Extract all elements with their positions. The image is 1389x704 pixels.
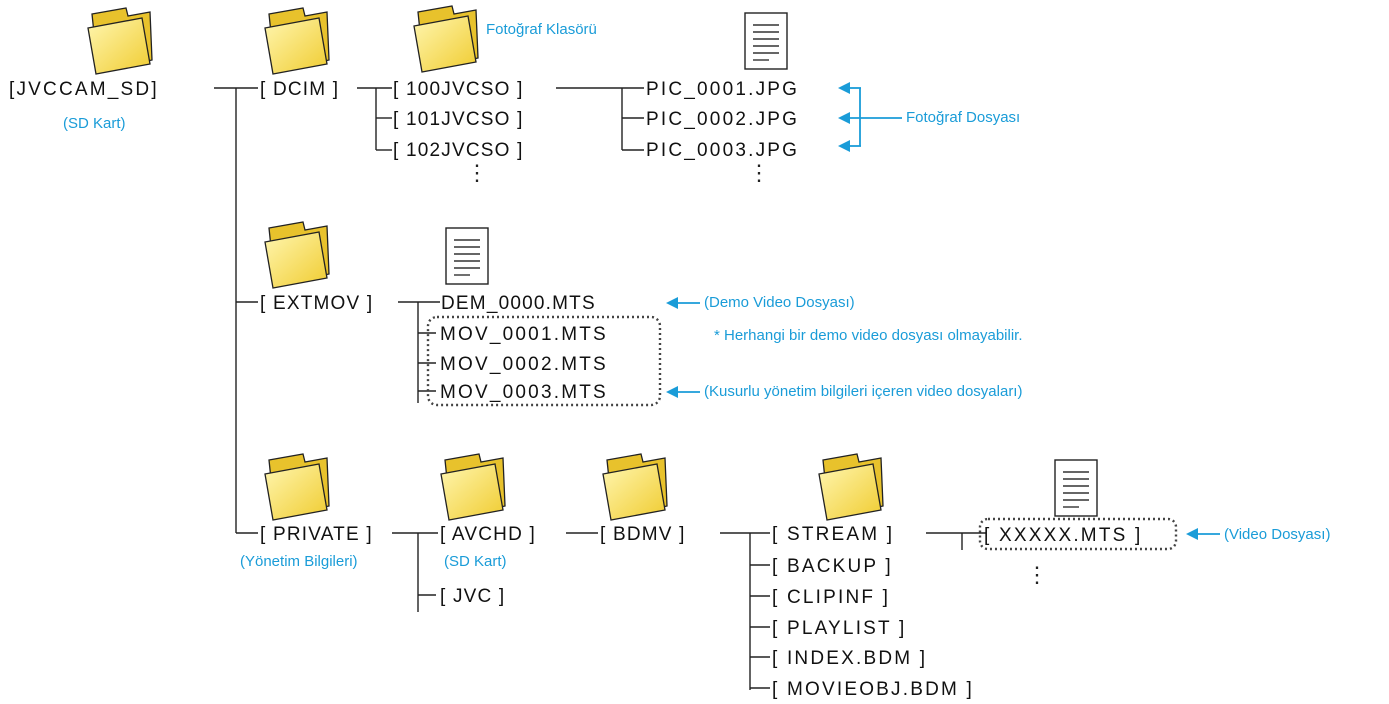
folder-icon: [440, 453, 506, 521]
demo-video-note: (Demo Video Dosyası): [704, 294, 855, 311]
document-icon: [445, 227, 489, 285]
photo-folder-note: Fotoğraf Klasörü: [486, 21, 597, 38]
jvc-folder-label: [ JVC ]: [440, 586, 505, 607]
video-file-highlight: [978, 517, 1178, 551]
bdmv-item-label: [ MOVIEOBJ.BDM ]: [772, 679, 974, 700]
demo-file-label: DEM_0000.MTS: [441, 293, 596, 314]
video-file-label: MOV_0001.MTS: [440, 324, 608, 345]
folder-icon: [87, 7, 153, 75]
folder-icon: [264, 221, 330, 289]
dcim-subfolder-label: [ 100JVCSO ]: [393, 79, 524, 100]
folder-icon: [264, 7, 330, 75]
folder-icon: [264, 453, 330, 521]
folder-icon: [413, 5, 479, 73]
extmov-folder-label: [ EXTMOV ]: [260, 293, 373, 314]
more-items-ellipsis: ⋮: [466, 160, 488, 185]
video-file-note: (Video Dosyası): [1224, 526, 1330, 543]
bdmv-item-label: [ CLIPINF ]: [772, 587, 890, 608]
bdmv-folder-label: [ BDMV ]: [600, 524, 686, 545]
folder-icon: [818, 453, 884, 521]
avchd-folder-note: (SD Kart): [444, 553, 507, 570]
bdmv-item-label: [ INDEX.BDM ]: [772, 648, 927, 669]
photo-file-label: PIC_0003.JPG: [646, 140, 799, 161]
video-file-label: MOV_0003.MTS: [440, 382, 608, 403]
more-items-ellipsis: ⋮: [748, 160, 770, 185]
dcim-subfolder-label: [ 102JVCSO ]: [393, 140, 524, 161]
stream-file-label: [ XXXXX.MTS ]: [984, 525, 1142, 546]
photo-file-label: PIC_0002.JPG: [646, 109, 799, 130]
bdmv-item-label: [ BACKUP ]: [772, 556, 893, 577]
more-items-ellipsis: ⋮: [1026, 562, 1048, 587]
photo-file-note: Fotoğraf Dosyası: [906, 109, 1020, 126]
document-icon: [744, 12, 788, 70]
avchd-folder-label: [ AVCHD ]: [440, 524, 536, 545]
folder-icon: [602, 453, 668, 521]
bdmv-item-label: [ PLAYLIST ]: [772, 618, 906, 639]
dcim-subfolder-label: [ 101JVCSO ]: [393, 109, 524, 130]
defective-video-note: (Kusurlu yönetim bilgileri içeren video …: [704, 383, 1022, 400]
dcim-folder-label: [ DCIM ]: [260, 79, 339, 100]
private-folder-note: (Yönetim Bilgileri): [240, 553, 358, 570]
photo-file-label: PIC_0001.JPG: [646, 79, 799, 100]
root-folder-label: [JVCCAM_SD]: [9, 79, 159, 100]
bdmv-item-label: [ STREAM ]: [772, 524, 894, 545]
tree-connectors: [214, 87, 986, 690]
demo-video-footnote: * Herhangi bir demo video dosyası olmaya…: [714, 327, 1023, 344]
annotation-arrows: [666, 82, 1220, 540]
root-folder-note: (SD Kart): [63, 115, 126, 132]
defective-files-highlight: [426, 315, 662, 407]
video-file-label: MOV_0002.MTS: [440, 354, 608, 375]
private-folder-label: [ PRIVATE ]: [260, 524, 373, 545]
document-icon: [1054, 459, 1098, 517]
